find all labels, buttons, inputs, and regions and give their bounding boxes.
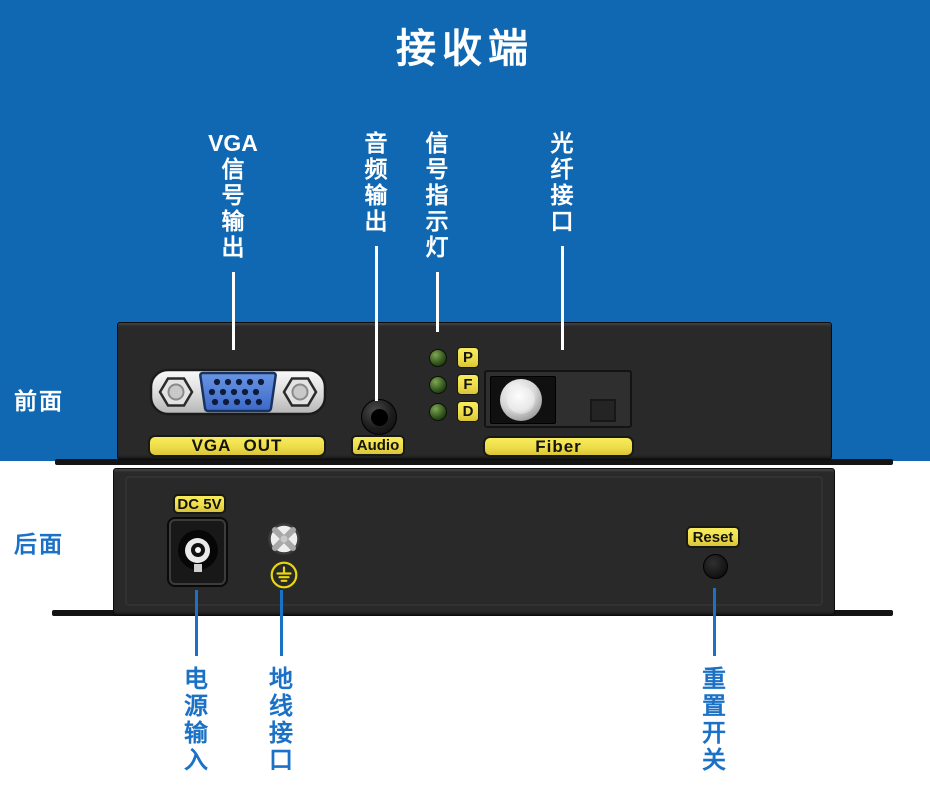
front-panel-flange: [55, 459, 893, 465]
data-led: [429, 403, 447, 421]
dc-power-jack: [169, 519, 226, 585]
reset-label: Reset: [686, 526, 740, 548]
power-led: [429, 349, 447, 367]
page-title: 接收端: [396, 27, 534, 71]
ground-screw-icon: [268, 523, 300, 555]
callout-signal-indicator-label: 信号指示灯: [425, 130, 449, 260]
dc-jack-barrel: [177, 530, 218, 570]
callout-audio-output-label: 音频输出: [364, 130, 388, 234]
callout-leader-line: [560, 246, 564, 350]
dc-jack-ring: [185, 537, 210, 563]
callout-leader-line: [279, 590, 283, 656]
back-side-label: 后面: [14, 531, 64, 557]
callout-ground-port-label: 地线接口: [269, 666, 293, 774]
callout-power-input-label: 电源输入: [184, 666, 208, 774]
callout-leader-line: [194, 590, 198, 656]
callout-fiber-port: 光纤接口: [537, 130, 587, 350]
back-panel-bevel: [125, 476, 823, 606]
fiber-led: [429, 376, 447, 394]
callout-signal-indicator: 信号指示灯: [412, 130, 462, 332]
fiber-label: Fiber: [483, 436, 634, 457]
callout-reset-switch-label: 重置开关: [702, 666, 726, 774]
callout-audio-output: 音频输出: [351, 130, 401, 401]
front-side-label: 前面: [14, 388, 64, 414]
fiber-ferrule-icon: [500, 379, 542, 421]
led-label-d: D: [457, 401, 479, 422]
callout-power-input: 电源输入: [171, 590, 221, 774]
dc-jack-inner: [190, 543, 205, 557]
audio-jack: [361, 399, 397, 435]
callout-ground-port: 地线接口: [256, 590, 306, 774]
audio-label: Audio: [351, 435, 405, 456]
vga-connector-icon: [149, 368, 327, 416]
fiber-ferrule-core: [507, 386, 535, 414]
callout-fiber-port-label: 光纤接口: [550, 130, 574, 234]
reset-button-hole: [703, 554, 728, 579]
fiber-optic-port: [484, 370, 632, 428]
audio-jack-hole: [370, 408, 388, 426]
led-label-p: P: [457, 347, 479, 368]
vga-out-label: VGA OUT: [148, 435, 326, 457]
callout-leader-line: [231, 272, 235, 350]
fiber-port-notch: [590, 399, 616, 422]
callout-reset-switch: 重置开关: [689, 588, 739, 774]
front-panel: VGA OUT Audio P F D Fiber: [117, 322, 832, 460]
dc-jack-pin: [194, 547, 201, 553]
dc-5v-label: DC 5V: [173, 494, 226, 514]
led-label-f: F: [457, 374, 479, 395]
ground-symbol-icon: [270, 561, 298, 589]
callout-leader-line: [374, 246, 378, 401]
dc-jack-tab: [193, 564, 202, 572]
callout-leader-line: [435, 272, 439, 332]
callout-leader-line: [712, 588, 716, 656]
